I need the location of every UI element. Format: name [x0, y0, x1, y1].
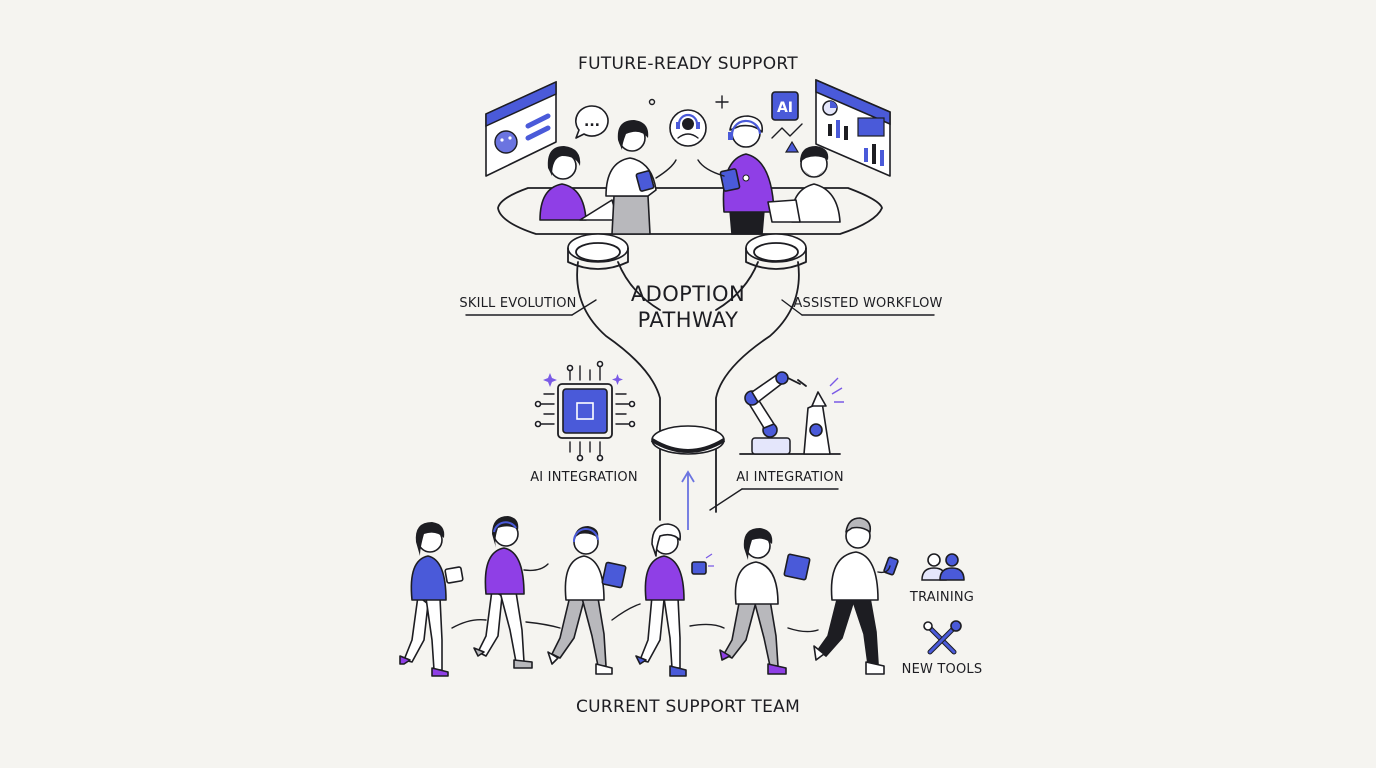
label-ai-integration-right: AI INTEGRATION — [736, 470, 844, 485]
svg-text:AI: AI — [777, 100, 793, 116]
title-future-ready: FUTURE-READY SUPPORT — [578, 54, 798, 74]
label-training: TRAINING — [909, 590, 974, 605]
label-assisted-workflow: ASSISTED WORKFLOW — [793, 296, 942, 311]
top-person-1 — [539, 146, 619, 221]
ai-badge-icon: AI — [771, 91, 803, 153]
funnel-left-outline — [576, 261, 661, 521]
bottom-person-5 — [719, 528, 811, 675]
upward-arrow — [681, 470, 695, 530]
label-skill-evolution: SKILL EVOLUTION — [459, 296, 576, 311]
pipe-collar-left — [567, 233, 629, 270]
label-new-tools: NEW TOOLS — [902, 662, 983, 677]
center-label-line2: PATHWAY — [638, 308, 739, 332]
top-person-2 — [605, 120, 677, 235]
funnel-inner-right — [715, 261, 759, 311]
chatbot-screen-icon — [485, 80, 557, 177]
chat-bubble-icon: ... — [575, 105, 609, 139]
headset-icon — [669, 109, 707, 147]
top-platform — [497, 187, 883, 235]
bottom-person-1 — [399, 522, 464, 677]
title-current-support-team: CURRENT SUPPORT TEAM — [576, 697, 800, 717]
top-person-3 — [697, 115, 775, 235]
bottom-person-3 — [547, 526, 627, 675]
training-people-icon — [921, 553, 965, 581]
motion-lines — [451, 603, 819, 633]
svg-text:...: ... — [584, 114, 600, 130]
pipe-collar-right — [745, 233, 807, 270]
label-ai-integration-left: AI INTEGRATION — [530, 470, 638, 485]
sparkle-dot — [648, 98, 656, 106]
ai-chip-icon — [534, 360, 636, 462]
dashboard-screen-icon — [815, 78, 891, 177]
bottom-person-2 — [473, 516, 549, 669]
robot-arm-icon — [739, 371, 844, 455]
wrench-screwdriver-icon — [923, 620, 962, 655]
funnel-right-outline — [715, 261, 800, 513]
bottom-person-6 — [813, 517, 899, 675]
sparkle-plus — [715, 95, 729, 109]
top-person-4 — [767, 146, 841, 223]
bottom-person-4 — [635, 523, 714, 677]
pipe-ring — [650, 425, 726, 455]
center-label-line1: ADOPTION — [631, 282, 745, 306]
leader-ai-integration-right — [709, 488, 743, 511]
funnel-inner-left — [617, 261, 661, 311]
